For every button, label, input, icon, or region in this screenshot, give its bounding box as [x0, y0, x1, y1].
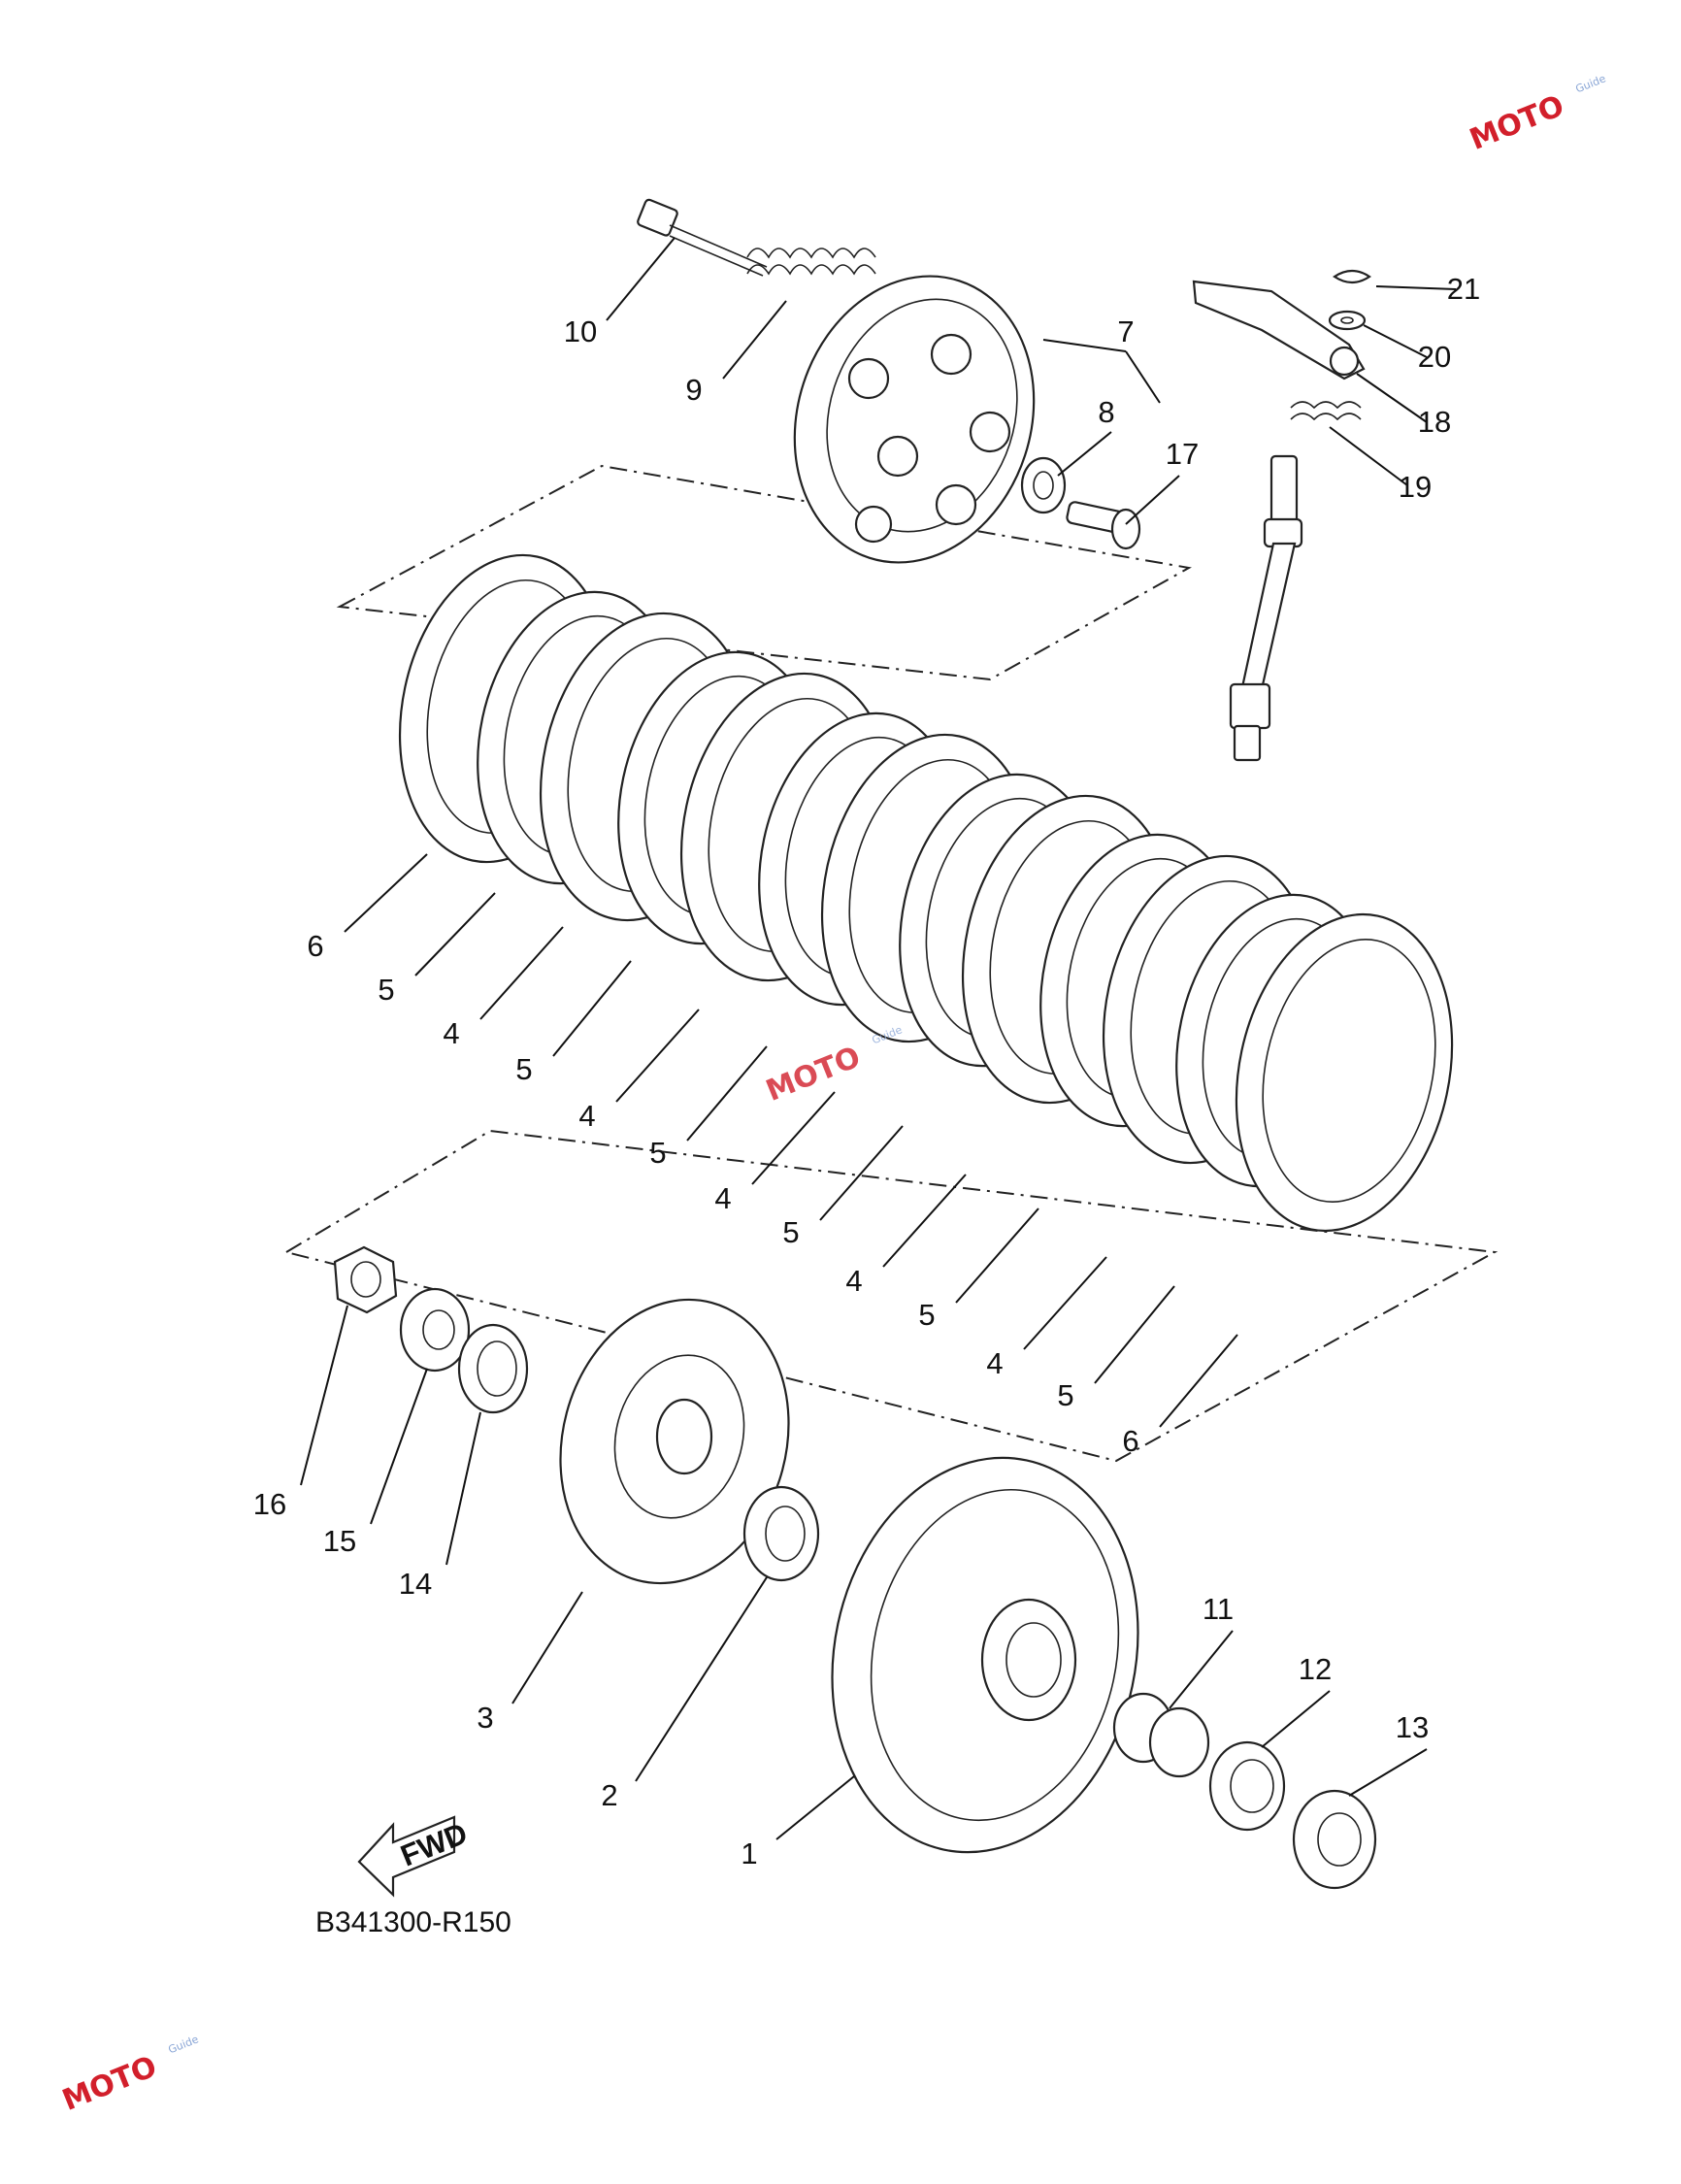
spring-19 [1290, 401, 1362, 421]
bolt-10 [637, 198, 768, 277]
callout-label: 5 [378, 973, 394, 1007]
spring-9 [746, 248, 876, 276]
callout-label: 9 [685, 373, 702, 407]
plate-pack-boundary [336, 464, 1192, 681]
callout-leader-11 [1169, 1630, 1234, 1709]
watermark-text: MOTO [762, 1041, 866, 1109]
callout-leader-8 [1057, 431, 1112, 477]
pressure-plate-7 [793, 275, 1036, 564]
watermark-text: MOTO [58, 2050, 162, 2118]
callout-leader-3 [511, 1591, 583, 1704]
callout-leader-6 [344, 853, 428, 933]
callout-leader-4 [882, 1174, 967, 1268]
lock-washer-15 [399, 1287, 471, 1373]
callout-leader-1 [775, 1775, 855, 1840]
callout-leader-4 [479, 926, 564, 1020]
watermark-text: MOTO [1466, 89, 1569, 157]
callout-leader-5 [1094, 1285, 1175, 1384]
watermark-logo-bottom: MOTO Guide [58, 2033, 201, 2118]
callout-label: 5 [649, 1136, 666, 1170]
callout-leader-4 [751, 1091, 836, 1185]
callout-label: 4 [443, 1016, 459, 1050]
callout-label: 6 [1122, 1424, 1138, 1458]
callout-leader-9 [722, 300, 787, 380]
callout-label: 18 [1418, 405, 1451, 439]
washer-20 [1328, 310, 1367, 331]
push-lever-shaft [1229, 454, 1303, 762]
callout-label: 5 [515, 1052, 532, 1086]
callout-label: 6 [307, 929, 323, 963]
callout-leader-13 [1348, 1748, 1428, 1797]
watermark-sub: Guide [1574, 72, 1608, 95]
callout-label: 5 [1057, 1378, 1073, 1412]
callout-leader-5 [955, 1208, 1039, 1304]
callout-leader-20 [1363, 324, 1428, 358]
callout-leader-4 [615, 1009, 700, 1103]
callout-label: 4 [578, 1099, 595, 1133]
callout-label: 17 [1166, 437, 1199, 471]
callout-label: 16 [253, 1487, 286, 1521]
thrust-washer-14 [457, 1323, 529, 1414]
callout-label: 7 [1117, 314, 1134, 348]
callout-leader-7-b [1125, 350, 1161, 404]
thrust-washer-13 [1292, 1789, 1377, 1890]
watermark-logo-top: MOTO Guide [1466, 72, 1608, 157]
callout-leader-5 [414, 892, 496, 976]
callout-leader-5 [819, 1125, 904, 1221]
callout-label: 2 [601, 1778, 617, 1812]
watermark-logo-center: MOTO Guide [762, 1023, 905, 1109]
callout-leader-14 [445, 1411, 481, 1566]
callout-leader-10 [606, 237, 676, 321]
needle-bearing-12 [1208, 1740, 1286, 1832]
clutch-boss-3 [559, 1298, 790, 1585]
callout-label: 4 [714, 1181, 731, 1215]
callout-leader-2 [635, 1576, 768, 1782]
clip-21 [1333, 269, 1371, 284]
bearing-8 [1020, 456, 1067, 514]
release-lever-18 [1192, 280, 1366, 381]
callout-leader-15 [370, 1368, 428, 1525]
callout-leader-21 [1375, 285, 1457, 290]
callout-label: 10 [564, 314, 597, 348]
callout-label: 8 [1098, 395, 1114, 429]
callout-label: 21 [1447, 272, 1480, 306]
fwd-arrow-icon: FWD [357, 1815, 472, 1898]
hub-boundary [283, 1129, 1499, 1463]
callout-label: 4 [845, 1264, 862, 1298]
callout-label: 19 [1399, 470, 1432, 504]
friction-plate-6-bottom [1235, 912, 1454, 1233]
callout-label: 13 [1396, 1710, 1429, 1744]
callout-leader-18 [1356, 373, 1428, 423]
clutch-housing-1 [831, 1456, 1139, 1854]
diagram-code: B341300-R150 [315, 1906, 511, 1938]
callout-label: 12 [1299, 1652, 1332, 1686]
callout-label: 3 [477, 1701, 493, 1735]
callout-label: 14 [399, 1567, 432, 1601]
callout-leader-4 [1023, 1256, 1107, 1350]
watermark-sub: Guide [167, 2033, 201, 2056]
callout-leader-6 [1159, 1334, 1238, 1428]
callout-leader-5 [686, 1045, 768, 1142]
callout-label: 5 [918, 1298, 935, 1332]
spacer-11 [1112, 1692, 1210, 1778]
thrust-washer-2 [742, 1485, 820, 1582]
callout-leader-17 [1125, 475, 1180, 525]
callout-leader-7 [1042, 339, 1127, 352]
callout-label: 20 [1418, 340, 1451, 374]
callout-label: 4 [986, 1346, 1003, 1380]
callout-label: 15 [323, 1524, 356, 1558]
callout-label: 11 [1203, 1592, 1234, 1626]
callout-leader-16 [300, 1305, 348, 1486]
callout-leader-19 [1329, 426, 1408, 486]
callout-leader-5 [552, 960, 632, 1057]
callout-label: 5 [782, 1215, 799, 1249]
callout-layer: 1097817212018196545454545456161514321111… [253, 237, 1480, 1870]
callout-leader-12 [1261, 1690, 1331, 1748]
push-rod-17 [1066, 501, 1141, 550]
callout-label: 1 [741, 1837, 757, 1870]
nut-16 [333, 1245, 398, 1314]
